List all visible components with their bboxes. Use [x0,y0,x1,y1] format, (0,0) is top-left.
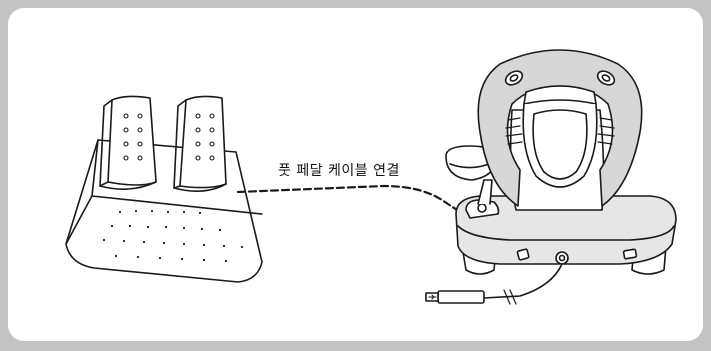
pedal-cable-caption: 풋 페달 케이블 연결 [278,163,400,179]
usb-plug [437,290,485,304]
steering-wheel-rim [477,49,643,207]
side-port [622,248,638,260]
right-pedal [173,95,227,192]
wheel-buttons [504,70,616,86]
gear-shifter [445,145,500,219]
pedal-port [516,248,530,261]
wheel-base [455,195,677,265]
usb-cable [425,263,563,305]
steering-wheel-unit [445,49,677,275]
foot-pedal-unit [65,95,263,283]
left-pedal [99,95,157,190]
pedal-cable [236,184,528,258]
wheel-grips [505,117,615,145]
wheel-hub [523,85,597,105]
pedal-base-dots [102,209,244,263]
